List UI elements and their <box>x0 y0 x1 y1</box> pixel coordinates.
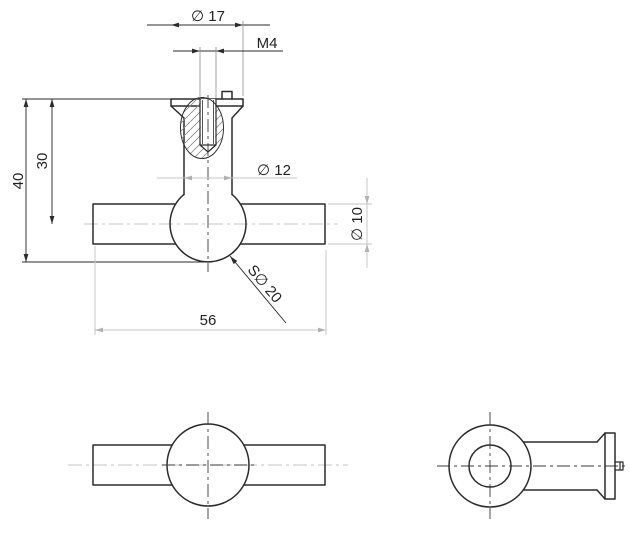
dim-height-to-axis-label: 30 <box>34 153 51 170</box>
side-ball-circle <box>448 424 532 508</box>
dim-overall-height: 40 <box>10 98 212 263</box>
bottom-right-bar <box>243 444 326 486</box>
top-nub <box>221 90 233 100</box>
dim-ball-diameter: S∅ 20 <box>229 255 287 324</box>
dim-overall-length-label: 56 <box>200 312 217 329</box>
side-head-cap <box>604 432 616 500</box>
dim-ball-diameter-label: S∅ 20 <box>244 262 285 307</box>
side-head-cone <box>596 432 606 500</box>
dim-bar-diameter: ∅ 10 <box>328 178 372 268</box>
side-neck-circle <box>468 444 512 488</box>
bottom-left-bar <box>92 444 173 486</box>
view-front-section: ∅ 17 M4 40 30 <box>10 8 372 335</box>
dim-thread-label: M4 <box>257 35 278 52</box>
side-neck <box>522 441 598 491</box>
dim-neck-diameter: ∅ 12 <box>157 162 297 181</box>
left-bar <box>92 203 177 245</box>
side-thread-stud <box>614 461 624 471</box>
dim-overall-length: 56 <box>94 246 327 335</box>
view-side <box>437 412 627 519</box>
dim-height-to-axis: 30 <box>34 99 55 224</box>
right-bar <box>239 203 326 245</box>
view-bottom <box>68 412 348 519</box>
tapped-hole <box>199 98 217 153</box>
dim-head-diameter-label: ∅ 17 <box>191 8 225 25</box>
dim-bar-diameter-label: ∅ 10 <box>349 207 366 241</box>
dim-thread: M4 <box>173 35 283 98</box>
dim-overall-height-label: 40 <box>10 173 27 190</box>
dim-head-diameter: ∅ 17 <box>147 8 270 96</box>
dim-neck-diameter-label: ∅ 12 <box>257 162 291 179</box>
breakout-ellipse <box>180 97 224 159</box>
front-outline <box>92 90 326 263</box>
